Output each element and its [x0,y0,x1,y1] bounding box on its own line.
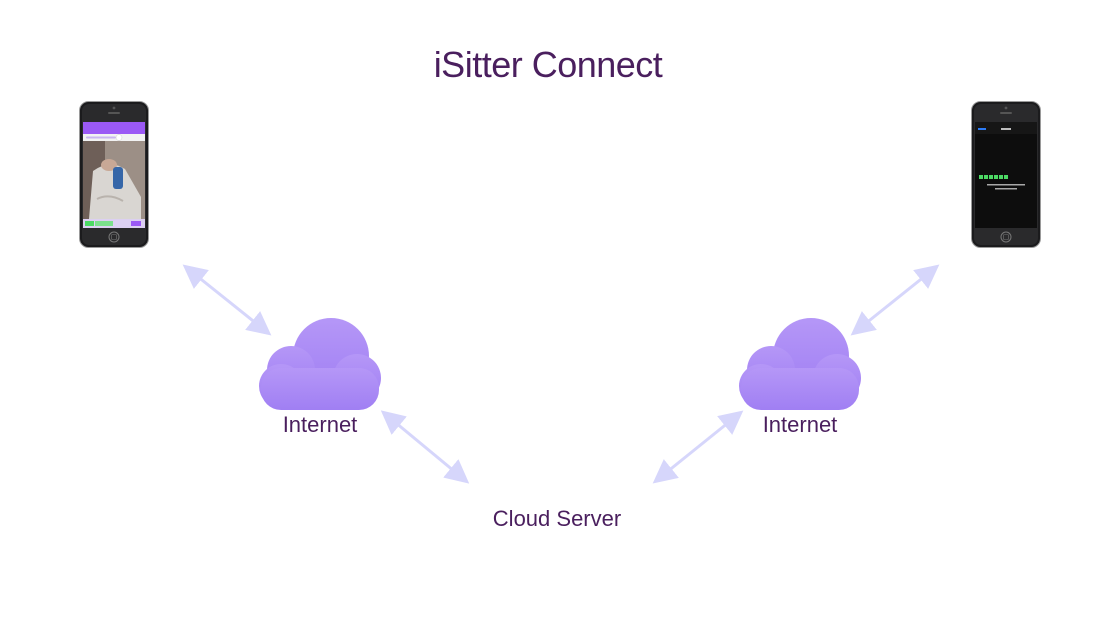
audio-level-meter [979,175,1008,179]
cloud-server-label: Cloud Server [492,506,622,531]
phone-left [79,101,149,248]
home-button-icon [108,231,120,243]
arrow-cloud-left-to-server [380,410,470,484]
cloud-left-icon [259,318,381,410]
speaker-grille [1000,112,1012,114]
arrow-cloud-right-to-server [652,410,744,484]
front-camera-icon [1004,106,1008,110]
arrow-phone-right-to-cloud-right [850,264,940,336]
arrow-phone-left-to-cloud-left [182,264,272,336]
home-button-icon [1000,231,1012,243]
diagram-title: iSitter Connect [433,44,663,85]
screen-nav-bar [83,122,145,134]
front-camera-icon [112,106,116,110]
phone-right [971,101,1041,248]
cloud-left-label: Internet [282,412,358,437]
cloud-right-label: Internet [762,412,838,437]
screen-toggle-icon [115,134,123,141]
cloud-right-icon [739,318,861,410]
speaker-grille [108,112,120,114]
